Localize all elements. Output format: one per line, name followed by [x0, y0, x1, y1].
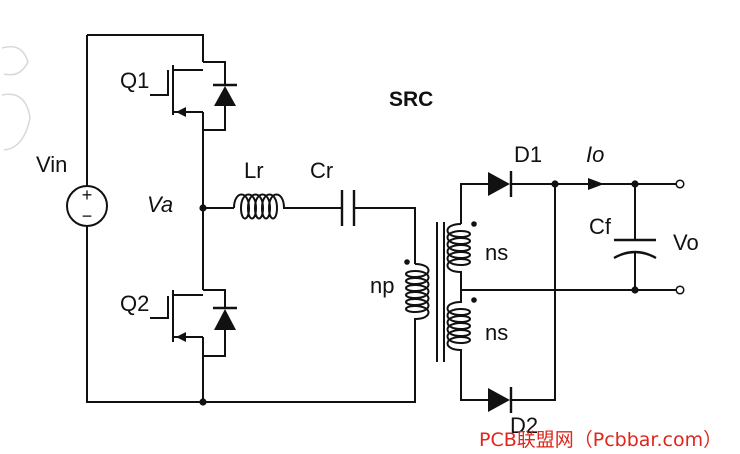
- cf-label: Cf: [589, 214, 612, 239]
- q2-body-diode: [213, 306, 237, 330]
- vin-label: Vin: [36, 152, 67, 177]
- title-label: SRC: [389, 88, 433, 111]
- vin-source: + −: [66, 185, 108, 227]
- ns-top-label: ns: [485, 240, 508, 265]
- q1-mosfet: [150, 61, 226, 131]
- vin-minus: −: [82, 206, 93, 226]
- va-label: Va: [147, 192, 173, 217]
- transformer-secondary-top: [446, 221, 477, 290]
- io-arrow-icon: [588, 178, 604, 190]
- cr-capacitor: [340, 190, 356, 226]
- q2-label: Q2: [120, 291, 149, 316]
- junction-dots: [199, 180, 639, 406]
- circuit-wires: [86, 34, 676, 403]
- transformer-secondary-bottom: [446, 290, 477, 360]
- cf-capacitor: [613, 238, 657, 260]
- lr-inductor: [233, 193, 294, 220]
- np-label: np: [370, 273, 394, 298]
- ns-bottom-label: ns: [485, 320, 508, 345]
- io-label: Io: [586, 142, 604, 167]
- q1-body-diode: [213, 83, 237, 106]
- scan-artifact: [1, 45, 31, 151]
- lr-label: Lr: [244, 158, 264, 183]
- q1-label: Q1: [120, 68, 149, 93]
- d1-diode: [488, 171, 513, 197]
- vo-label: Vo: [673, 230, 699, 255]
- output-terminals: [675, 179, 685, 295]
- vin-plus: +: [82, 185, 93, 205]
- transformer-core: [436, 222, 445, 362]
- d1-label: D1: [514, 142, 542, 167]
- transformer-primary: [404, 259, 430, 330]
- q2-mosfet: [150, 289, 226, 357]
- cr-label: Cr: [310, 158, 333, 183]
- watermark-text: PCB联盟网（Pcbbar.com）: [479, 429, 722, 451]
- d2-label: D2: [510, 413, 538, 438]
- d2-diode: [488, 387, 513, 413]
